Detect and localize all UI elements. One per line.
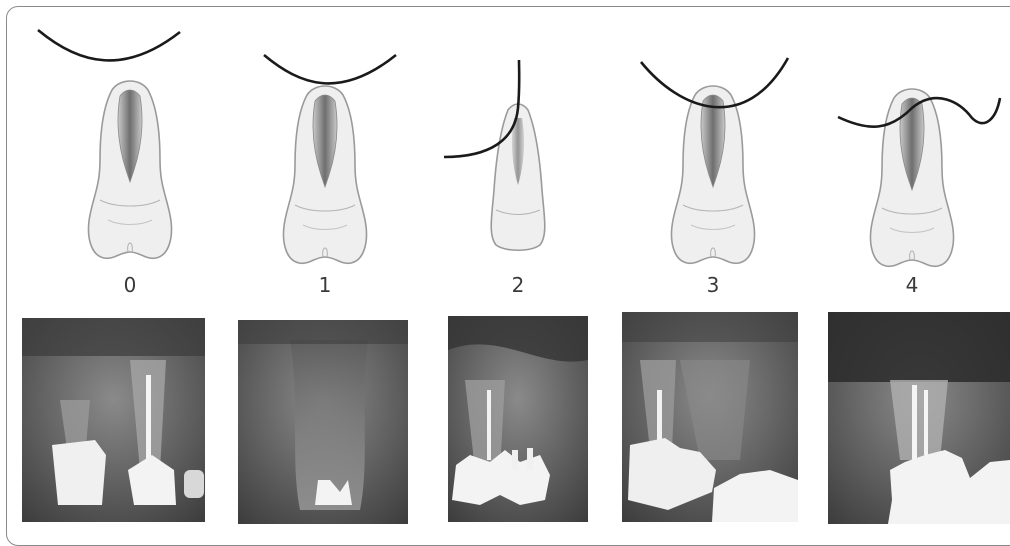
radiograph-2 xyxy=(448,316,588,522)
panel-label-1: 1 xyxy=(319,273,332,297)
panel-3: 3 xyxy=(641,58,788,297)
radiograph-0 xyxy=(22,318,205,522)
reference-line-1 xyxy=(264,55,396,83)
radiograph-4 xyxy=(828,312,1010,524)
reference-line-0 xyxy=(38,30,180,60)
panel-label-4: 4 xyxy=(906,273,919,297)
radiograph-3 xyxy=(622,312,798,522)
tooth-illustration-0 xyxy=(89,81,172,258)
radiograph-1 xyxy=(238,320,408,524)
tooth-illustration-2 xyxy=(491,104,545,250)
panel-0: 0 xyxy=(38,30,180,297)
tooth-illustration-1 xyxy=(284,86,367,263)
panel-label-0: 0 xyxy=(124,273,137,297)
panel-4: 4 xyxy=(838,89,1000,297)
tooth-illustration-4 xyxy=(871,89,954,266)
panel-label-3: 3 xyxy=(707,273,720,297)
panel-2: 2 xyxy=(444,60,545,297)
tooth-illustration-3 xyxy=(672,86,755,263)
panel-label-2: 2 xyxy=(512,273,525,297)
panel-1: 1 xyxy=(264,55,396,297)
